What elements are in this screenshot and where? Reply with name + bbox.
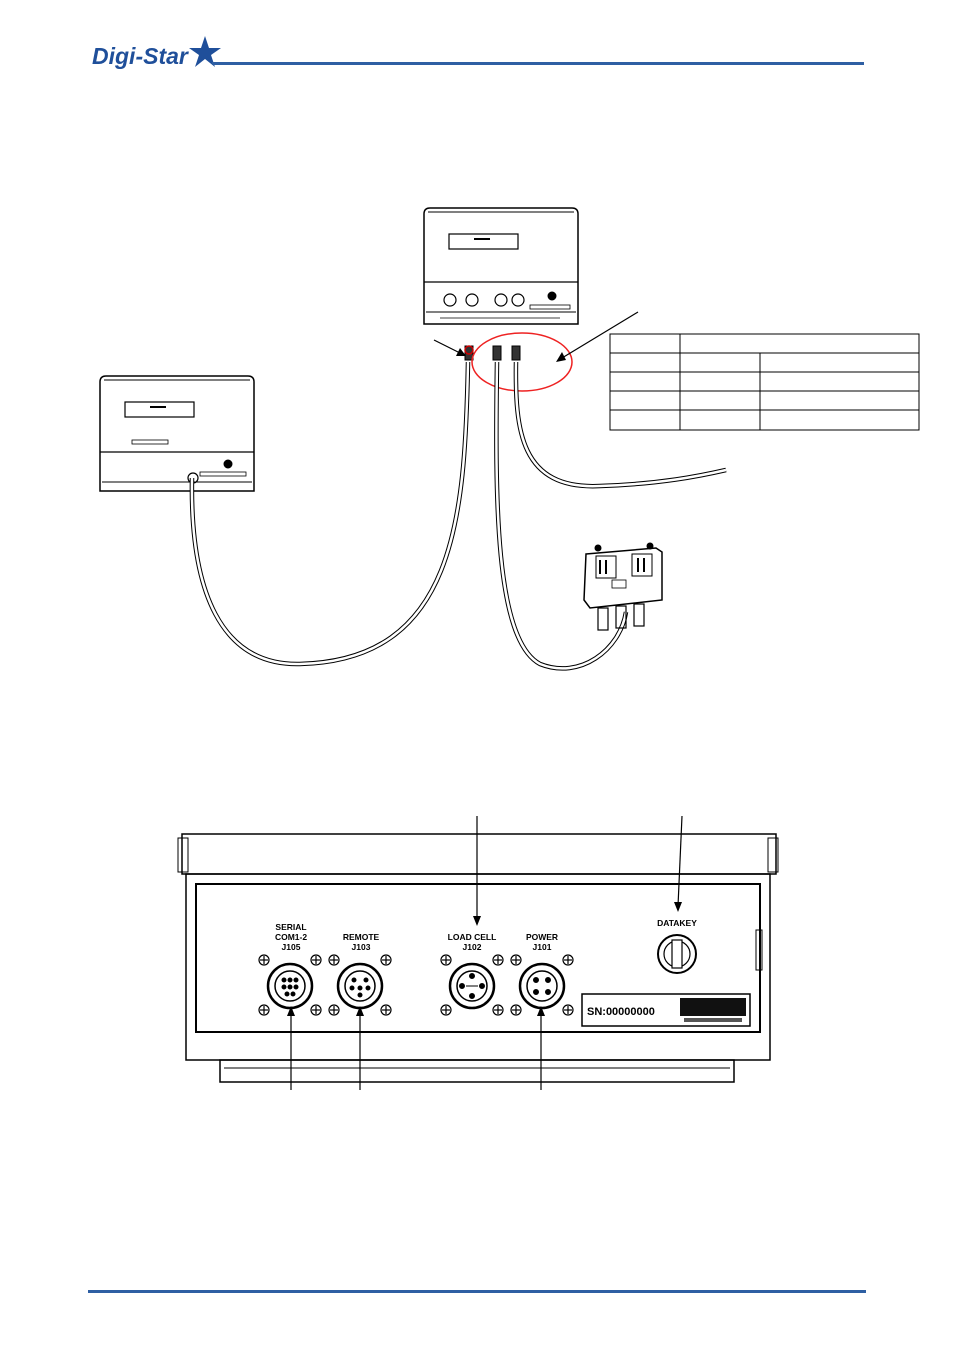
junction-box bbox=[583, 542, 663, 631]
serial-number-text: SN:00000000 bbox=[587, 1006, 655, 1018]
serial-connector bbox=[266, 962, 314, 1010]
remote-label-1: REMOTE bbox=[343, 932, 380, 942]
barcode bbox=[680, 998, 746, 1016]
load-cell-label-1: LOAD CELL bbox=[448, 932, 497, 942]
load-cell-label-2: J102 bbox=[463, 942, 482, 952]
diagram-arrows bbox=[433, 311, 639, 362]
cable-plugs bbox=[464, 345, 521, 361]
power-connector bbox=[518, 962, 566, 1010]
star-logo-icon bbox=[189, 36, 221, 67]
connection-table bbox=[609, 333, 920, 431]
indicator-upper-display bbox=[448, 233, 519, 250]
serial-number-label: SN:00000000 bbox=[581, 993, 751, 1027]
system-diagram bbox=[99, 207, 920, 671]
footer-rule bbox=[88, 1290, 866, 1293]
digi-star-logo: Digi-Star bbox=[92, 43, 189, 69]
datakey-label: DATAKEY bbox=[657, 918, 697, 928]
rear-panel-diagram: SERIAL COM1-2 J105 REMOTE J103 LOAD CELL… bbox=[177, 815, 779, 1090]
panel-arrows bbox=[287, 815, 683, 1090]
load-cell-connector bbox=[448, 962, 496, 1010]
power-label-2: J101 bbox=[533, 942, 552, 952]
serial-label-3: J105 bbox=[282, 942, 301, 952]
rear-panel-face bbox=[195, 883, 761, 1033]
highlight-ellipse bbox=[471, 332, 573, 392]
indicator-left bbox=[99, 375, 255, 492]
datakey-port bbox=[657, 934, 697, 974]
serial-label-1: SERIAL bbox=[275, 922, 306, 932]
indicator-upper bbox=[423, 207, 579, 325]
power-label-1: POWER bbox=[526, 932, 558, 942]
remote-connector bbox=[336, 962, 384, 1010]
remote-label-2: J103 bbox=[352, 942, 371, 952]
mounting-screws bbox=[258, 954, 574, 1016]
cables bbox=[189, 361, 727, 671]
indicator-left-display bbox=[124, 401, 195, 418]
header: Digi-Star bbox=[92, 36, 864, 69]
connector-labels: SERIAL COM1-2 J105 REMOTE J103 LOAD CELL… bbox=[275, 918, 697, 952]
header-rule bbox=[212, 62, 864, 65]
serial-label-2: COM1-2 bbox=[275, 932, 307, 942]
